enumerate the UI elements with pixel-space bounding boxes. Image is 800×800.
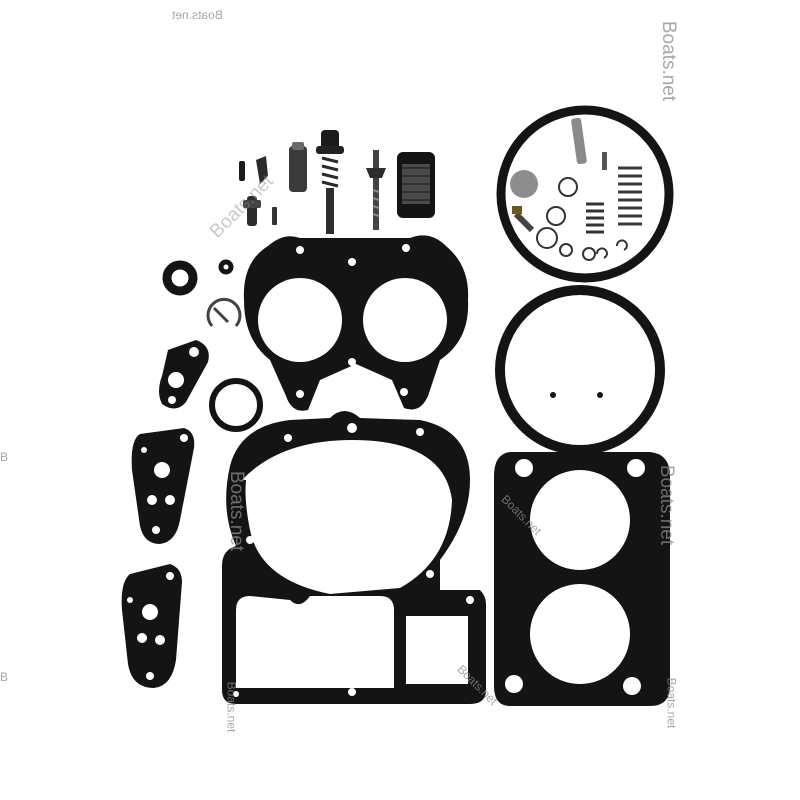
float-bowl-gasket-with-parts bbox=[496, 105, 674, 283]
watermark-text: Boats.net bbox=[226, 470, 248, 552]
small-shaped-gaskets bbox=[121, 340, 209, 688]
small-hardware-parts bbox=[239, 142, 307, 226]
base-two-bore-gasket bbox=[494, 452, 670, 706]
two-bore-top-gasket bbox=[243, 235, 469, 411]
fuel-filter bbox=[397, 152, 435, 218]
small-orings bbox=[162, 259, 263, 432]
watermark-text: Boats.net bbox=[656, 464, 678, 546]
mixture-screw bbox=[366, 150, 386, 230]
watermark-edge-fragment: B bbox=[0, 670, 9, 684]
needle-and-seat bbox=[316, 130, 344, 234]
watermark-edge-fragment: B bbox=[0, 450, 9, 464]
watermark-text: Boats.net bbox=[658, 20, 680, 102]
large-round-gasket bbox=[495, 285, 665, 455]
watermark-text: Boats.net bbox=[664, 677, 679, 729]
main-body-gasket bbox=[222, 411, 486, 704]
watermark-text: Boats.net bbox=[224, 681, 239, 733]
watermark-text: Boats.net bbox=[172, 8, 223, 22]
